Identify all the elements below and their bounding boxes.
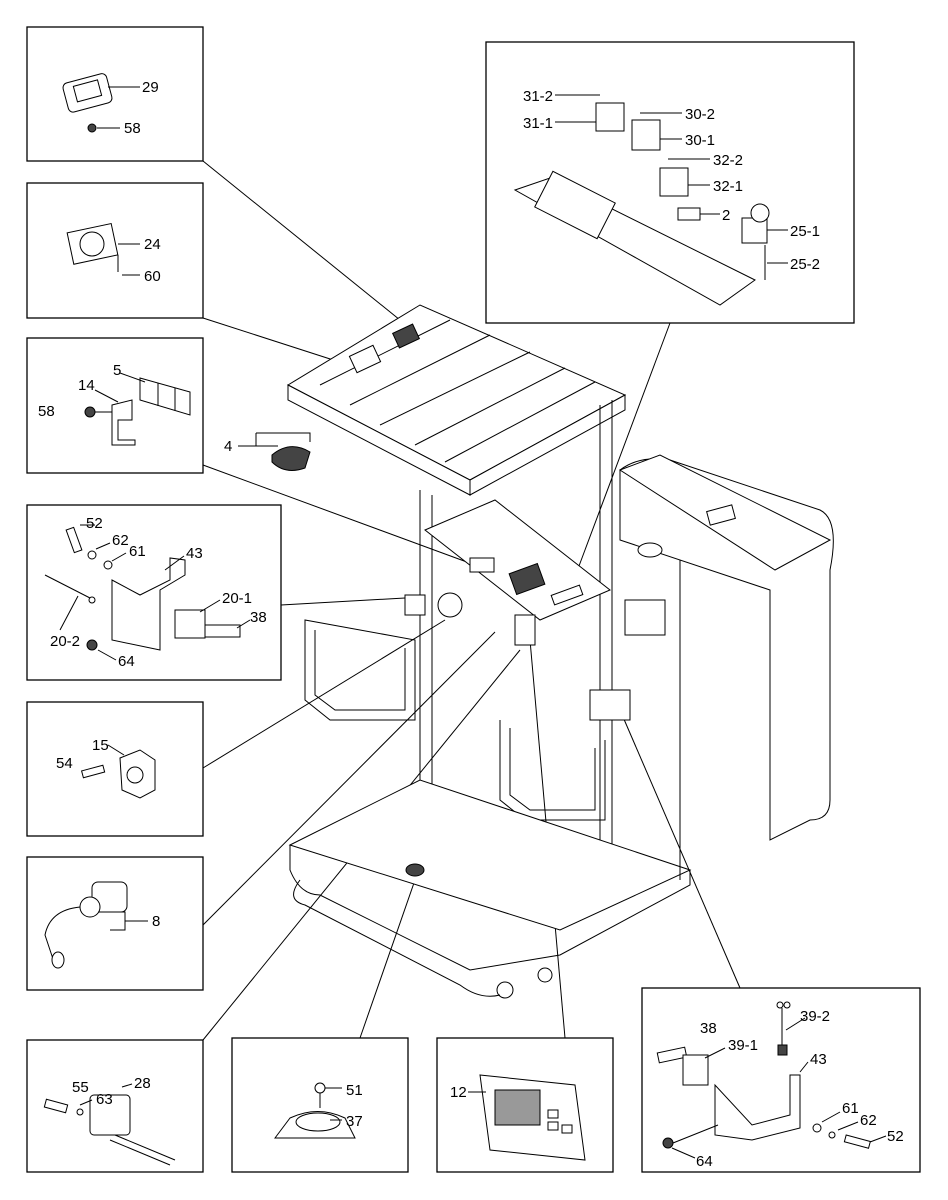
callout-43: 43 xyxy=(186,545,203,562)
callout-63: 63 xyxy=(96,1091,113,1108)
callout-12: 12 xyxy=(450,1084,467,1101)
callout-28: 28 xyxy=(134,1075,151,1092)
callout-55: 55 xyxy=(72,1079,89,1096)
horn-switch-box: 55 63 28 xyxy=(26,1039,204,1173)
callout-52-right: 52 xyxy=(887,1128,904,1145)
callout-43-right: 43 xyxy=(810,1051,827,1068)
callout-51: 51 xyxy=(346,1082,363,1099)
callout-64-right: 64 xyxy=(696,1153,713,1170)
callout-58: 58 xyxy=(124,120,141,137)
callout-32-1: 32-1 xyxy=(713,178,743,195)
callout-58-bracket: 58 xyxy=(38,403,55,420)
callout-29: 29 xyxy=(142,79,159,96)
callout-39-2: 39-2 xyxy=(800,1008,830,1025)
callout-64: 64 xyxy=(118,653,135,670)
callout-60: 60 xyxy=(144,268,161,285)
callout-39-1: 39-1 xyxy=(728,1037,758,1054)
callout-20-1: 20-1 xyxy=(222,590,252,607)
buzzer-box: 51 37 xyxy=(231,1037,409,1173)
callout-62: 62 xyxy=(112,532,129,549)
callout-61: 61 xyxy=(129,543,146,560)
handle-part: 4 xyxy=(224,432,311,471)
callout-24: 24 xyxy=(144,236,161,253)
callout-31-1: 31-1 xyxy=(523,115,553,132)
callout-5: 5 xyxy=(113,362,121,379)
callout-30-1: 30-1 xyxy=(685,132,715,149)
callout-20-2: 20-2 xyxy=(50,633,80,650)
bracket-box: 5 14 58 xyxy=(26,337,204,474)
callout-25-1: 25-1 xyxy=(790,223,820,240)
callout-2: 2 xyxy=(722,207,730,224)
callout-15: 15 xyxy=(92,737,109,754)
callout-54: 54 xyxy=(56,755,73,772)
truck-illustration xyxy=(286,304,834,999)
callout-37: 37 xyxy=(346,1113,363,1130)
callout-61-right: 61 xyxy=(842,1100,859,1117)
display-box: 12 xyxy=(436,1037,614,1173)
callout-4: 4 xyxy=(224,438,232,455)
callout-14: 14 xyxy=(78,377,95,394)
callout-8: 8 xyxy=(152,913,160,930)
callout-52: 52 xyxy=(86,515,103,532)
sensor-bracket-right-box: 39-2 38 39-1 43 61 62 52 64 xyxy=(641,987,921,1173)
callout-32-2: 32-2 xyxy=(713,152,743,169)
key-switch-box: 8 xyxy=(26,856,204,991)
top-switch-panel-box: 31-2 31-1 30-2 30-1 32-2 32-1 2 25-1 25-… xyxy=(485,41,855,324)
fan-box: 24 60 xyxy=(26,182,204,319)
switch-box: 29 58 xyxy=(26,26,204,162)
callout-38-right: 38 xyxy=(700,1020,717,1037)
callout-62-right: 62 xyxy=(860,1112,877,1129)
callout-25-2: 25-2 xyxy=(790,256,820,273)
callout-30-2: 30-2 xyxy=(685,106,715,123)
sensor-bracket-left-box: 52 62 61 43 20-1 20-2 38 64 xyxy=(26,504,282,681)
callout-38: 38 xyxy=(250,609,267,626)
knob-box: 15 54 xyxy=(26,701,204,837)
callout-31-2: 31-2 xyxy=(523,88,553,105)
